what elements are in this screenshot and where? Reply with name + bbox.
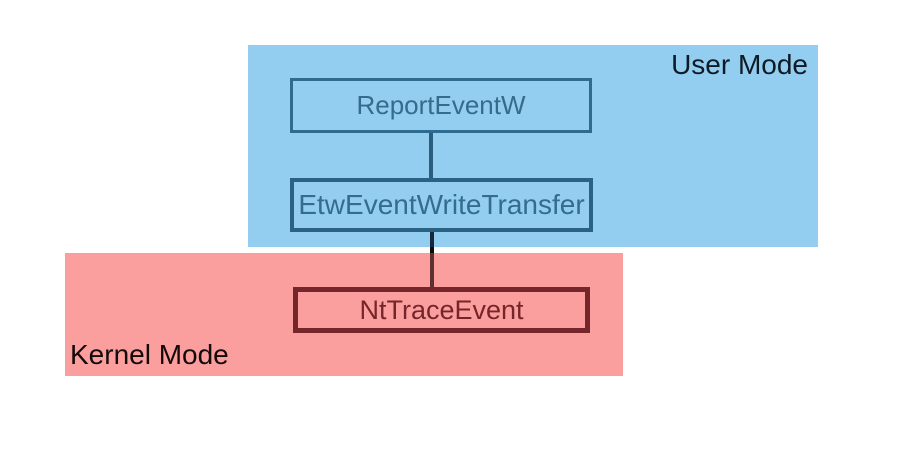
connector-report-to-etw — [429, 133, 433, 178]
node-nt-trace-event: NtTraceEvent — [293, 287, 590, 333]
node-etw-event-write-transfer: EtwEventWriteTransfer — [290, 178, 593, 232]
node-report-event-w: ReportEventW — [290, 78, 592, 133]
kernel-mode-region: Kernel Mode NtTraceEvent — [65, 253, 623, 376]
node-etw-event-write-transfer-label: EtwEventWriteTransfer — [298, 189, 585, 220]
kernel-mode-label: Kernel Mode — [70, 339, 229, 370]
connector-etw-to-nttrace — [430, 232, 434, 287]
node-report-event-w-label: ReportEventW — [356, 90, 526, 120]
user-mode-label: User Mode — [671, 49, 808, 80]
node-nt-trace-event-label: NtTraceEvent — [359, 294, 524, 325]
user-mode-region: User Mode ReportEventW EtwEventWriteTran… — [248, 45, 818, 247]
